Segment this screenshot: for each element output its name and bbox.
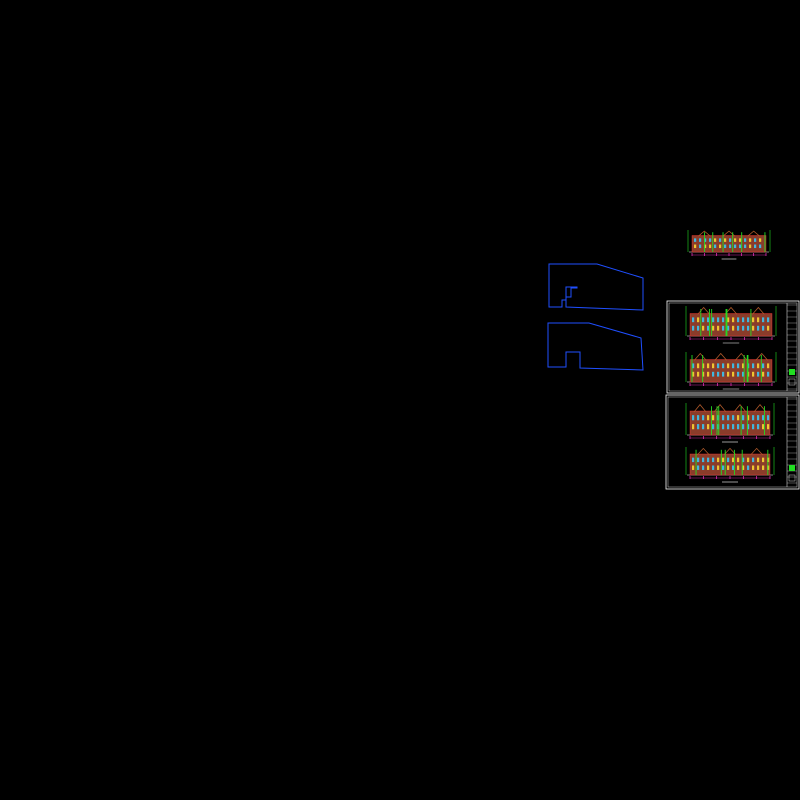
sheet-2-inner-border xyxy=(667,396,798,488)
sheet-2-title-block xyxy=(786,397,797,487)
sheet-2-border xyxy=(665,394,800,490)
sheet-2 xyxy=(665,394,800,490)
site-outline-lower xyxy=(547,322,644,371)
sheet-1-elevation-lower xyxy=(685,352,777,390)
sheet-1 xyxy=(666,300,800,394)
sheet-1-title-block xyxy=(786,303,797,391)
sheet-1-elevation-upper xyxy=(685,306,777,344)
sheet-1-border xyxy=(666,300,800,394)
elevation-strip-top xyxy=(687,230,771,260)
site-outline-upper xyxy=(548,263,644,311)
site-outlines xyxy=(547,263,644,371)
sheet-2-elevation-lower xyxy=(685,447,775,483)
sheet-2-elevation-upper xyxy=(685,403,775,443)
